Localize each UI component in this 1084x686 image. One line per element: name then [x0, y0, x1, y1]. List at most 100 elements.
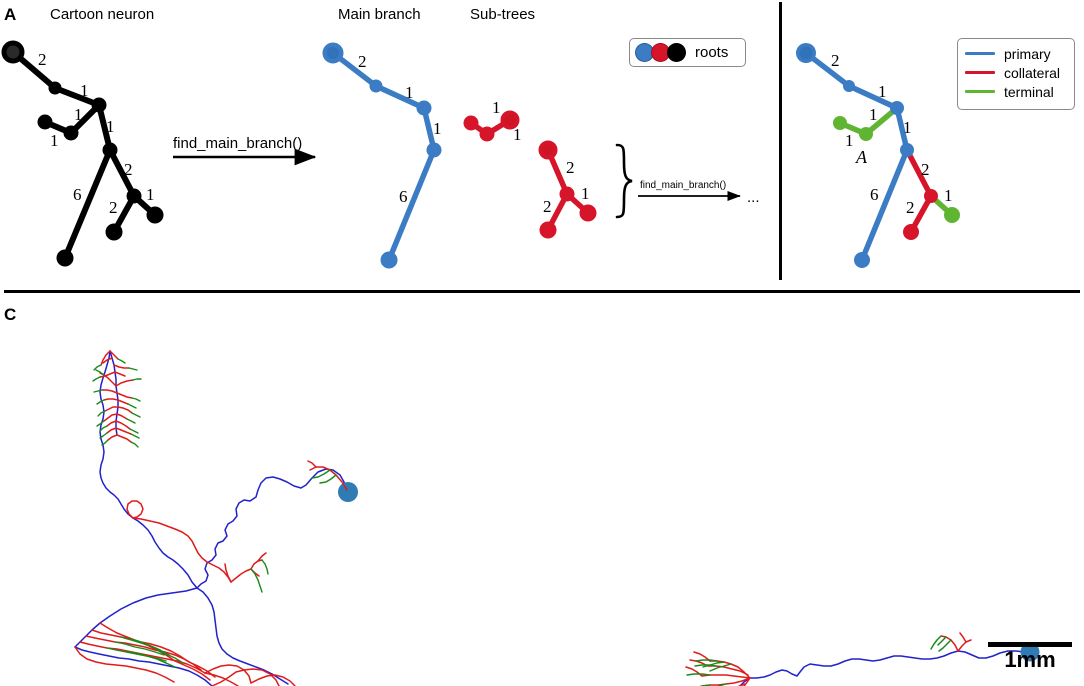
cartoon-node-root-inner [5, 44, 21, 60]
right-neuron [685, 632, 1040, 686]
cartoon-label-1: 1 [80, 81, 89, 100]
panel-c-letter: C [4, 305, 17, 324]
right-neuron-upper-arbor-green [686, 659, 732, 686]
cartoon-node-6 [56, 249, 74, 267]
cartoon-node-1 [48, 81, 62, 95]
mb-edge-n1-n2 [373, 83, 427, 111]
cartoon-label-6: 2 [124, 160, 133, 179]
st-label-4: 1 [581, 184, 590, 203]
pb-label-5: 6 [870, 185, 879, 204]
cartoon-neuron-tree [1, 40, 164, 267]
st2-node-1 [559, 186, 575, 202]
st-label-1: 1 [492, 98, 501, 117]
find-main-branch-small-label: find_main_branch() [640, 180, 726, 191]
horizontal-divider [4, 290, 1080, 293]
scalebar-label: 1mm [1004, 647, 1056, 672]
cartoon-edge-n2-n5 [96, 102, 113, 153]
panel-a-title-cartoon: Cartoon neuron [50, 6, 155, 23]
pb-node-4 [833, 116, 847, 130]
panel-b-nodes [796, 43, 960, 268]
pb-label-6: 2 [921, 160, 930, 179]
segment-classification-legend: primary collateral terminal [957, 38, 1075, 110]
cartoon-label-4: 1 [106, 117, 115, 136]
cartoon-label-8: 1 [146, 185, 155, 204]
cartoon-label-2: 1 [74, 105, 83, 124]
cartoon-label-3: 1 [50, 131, 59, 150]
cartoon-edge-n5-n7 [107, 147, 137, 199]
mb-label-3: 6 [399, 187, 408, 206]
scalebar-line-icon [988, 642, 1072, 647]
st-label-2: 2 [566, 158, 575, 177]
pb-node-3 [859, 127, 873, 141]
subtrees-group [463, 110, 597, 239]
terminal-line-icon [965, 89, 995, 94]
legend-row-terminal: terminal [965, 82, 1066, 101]
pb-annotation-a: A [855, 147, 868, 167]
left-neuron-lower-arbor-green [106, 636, 184, 668]
pb-primary-edge-3 [859, 147, 910, 263]
pb-node-1 [843, 80, 855, 92]
left-neuron-lower-arbor-red [74, 622, 296, 686]
pb-label-4: 1 [903, 118, 912, 137]
pb-label-3: 1 [845, 131, 854, 150]
left-neuron-soma [338, 482, 358, 502]
panel-c-neuron-reconstructions [74, 350, 1040, 686]
pb-node-8 [903, 224, 919, 240]
pb-collateral-edge-0 [904, 147, 934, 199]
pb-node-root-inner [799, 46, 813, 60]
main-branch-tree [322, 42, 442, 269]
cartoon-node-7 [126, 188, 142, 204]
st2-node-root-inner [541, 143, 555, 157]
st2-node-3 [579, 204, 597, 222]
pb-node-5 [900, 143, 914, 157]
root-swatch-black-icon [667, 43, 686, 62]
primary-line-icon [965, 51, 995, 56]
pb-primary-edge-1 [846, 83, 900, 111]
roots-legend-label: roots [695, 44, 729, 61]
mb-edge-n3-n4 [386, 147, 437, 263]
cartoon-node-5 [102, 142, 118, 158]
subtree-brace-group: find_main_branch() ... [615, 143, 760, 219]
mb-node-1 [369, 79, 383, 93]
st-label-3: 2 [543, 197, 552, 216]
mb-label-2: 1 [433, 119, 442, 138]
legend-label-primary: primary [1004, 45, 1051, 62]
panel-a-title-main-branch: Main branch [338, 6, 421, 23]
cartoon-label-0: 2 [38, 50, 47, 69]
left-neuron [74, 350, 358, 686]
right-neuron-upper-arbor-red [685, 651, 751, 686]
right-neuron-soma [1020, 642, 1040, 662]
mb-node-root-inner [326, 46, 340, 60]
legend-row-primary: primary [965, 44, 1066, 63]
find-main-branch-label: find_main_branch() [173, 135, 302, 152]
panel-a-title-subtrees: Sub-trees [470, 6, 536, 23]
left-neuron-soma-arbor [307, 460, 348, 491]
cartoon-node-9 [146, 206, 164, 224]
mb-node-4 [380, 251, 398, 269]
panel-b-labels: 2 1 1 1 1 6 2 2 1 A [831, 51, 953, 217]
cartoon-node-3 [63, 125, 79, 141]
right-neuron-soma-arbor [930, 632, 972, 652]
mb-label-1: 1 [405, 83, 414, 102]
left-neuron-lower-blue [74, 587, 289, 686]
cartoon-edge-n1-n2 [52, 85, 102, 108]
mb-label-0: 2 [358, 52, 367, 71]
pb-label-2: 1 [869, 105, 878, 124]
pb-label-0: 2 [831, 51, 840, 70]
vertical-divider [779, 2, 782, 280]
curly-brace-icon [615, 143, 633, 219]
pb-node-7 [924, 189, 938, 203]
st1-node-root-inner [503, 113, 517, 127]
right-neuron-primary-axon [738, 650, 1025, 686]
cartoon-node-8 [105, 223, 123, 241]
collateral-line-icon [965, 70, 995, 75]
cartoon-label-7: 2 [109, 198, 118, 217]
st-label-0: 1 [513, 125, 522, 144]
pb-node-6 [854, 252, 870, 268]
mb-node-3 [426, 142, 442, 158]
panel-ab-diagram: 2 1 1 1 1 6 2 2 1 find_main_branch() [1, 40, 960, 269]
st2-node-2 [539, 221, 557, 239]
legend-label-terminal: terminal [1004, 83, 1054, 100]
pb-node-9 [944, 207, 960, 223]
